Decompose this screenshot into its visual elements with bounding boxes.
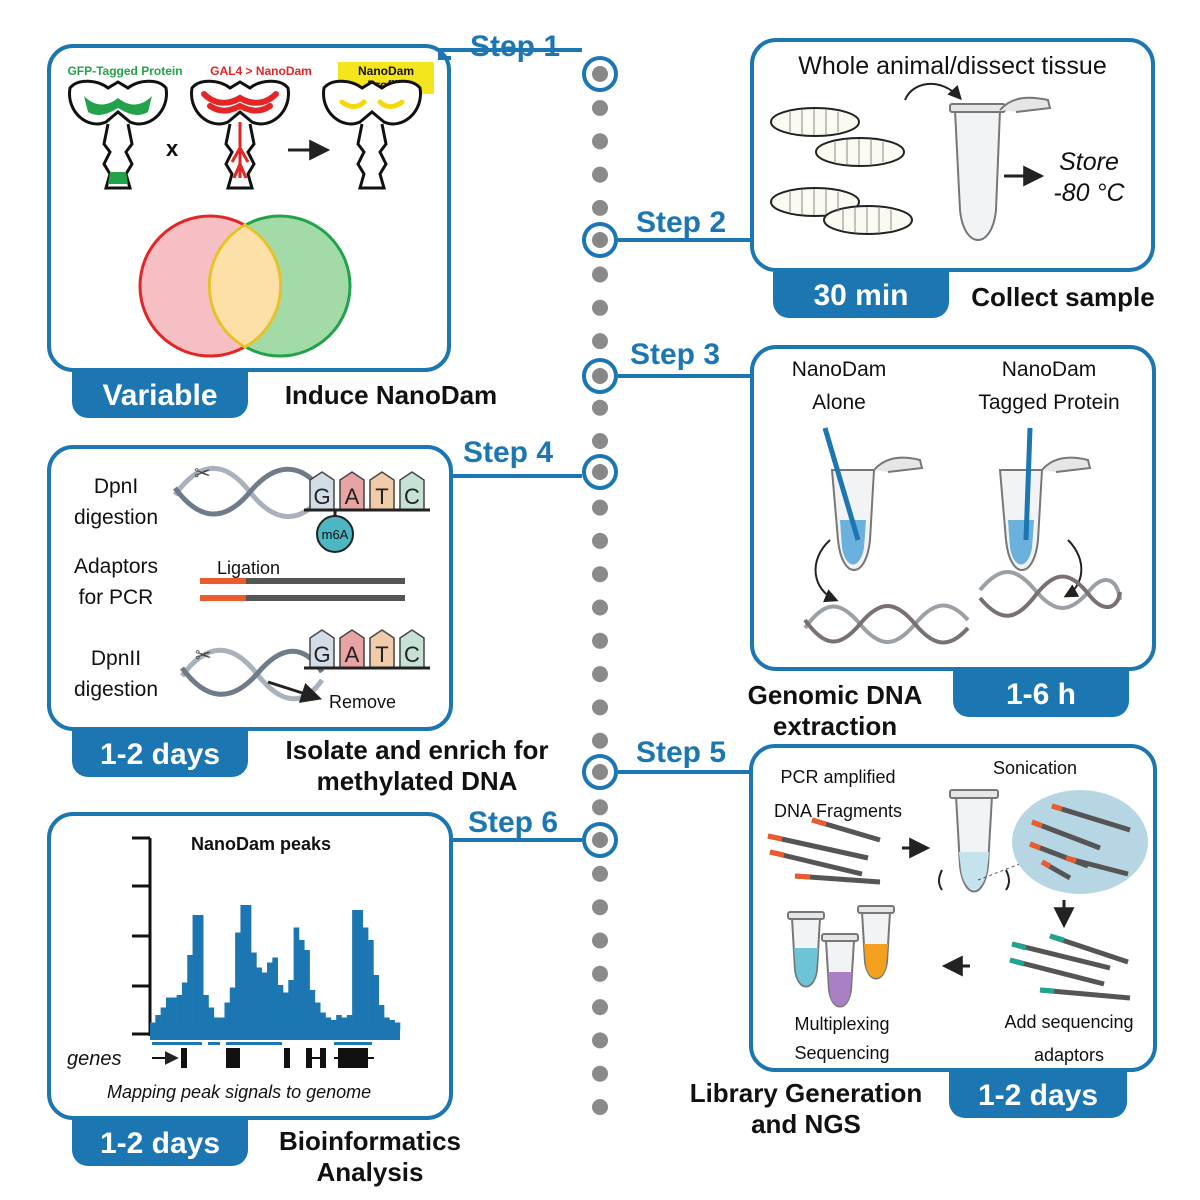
step5-panel: PCR amplified DNA Fragments Sonication A… <box>749 744 1157 1072</box>
nanodam-alone-label: NanoDam Alone <box>764 353 914 419</box>
nanodam-tagged-line-1: NanoDam <box>1001 358 1097 381</box>
timeline-dot <box>592 566 608 583</box>
nanodam-tagged-label: NanoDam Tagged Protein <box>949 353 1149 419</box>
timeline-nodes <box>582 56 618 858</box>
timeline-dot <box>592 732 608 749</box>
step2-duration-badge: 30 min <box>773 272 949 318</box>
dpnii-line-1: DpnII <box>90 647 142 670</box>
multiplexing-line-2: Sequencing <box>794 1043 890 1063</box>
venn-nanodam-domain-label: NanoDam domain <box>212 267 288 304</box>
step5-duration-badge: 1-2 days <box>949 1072 1127 1118</box>
whole-animal-title: Whole animal/dissect tissue <box>798 52 1107 80</box>
step1-panel: GFP-Tagged Protein GAL4 > NanoDam NanoDa… <box>47 44 451 372</box>
step6-panel: NanoDam peaks genes Mapping peak signals… <box>47 812 453 1120</box>
timeline-dot <box>592 865 608 882</box>
timeline-dot <box>592 499 608 516</box>
step3-panel: NanoDam Alone NanoDam Tagged Protein <box>750 345 1156 671</box>
timeline-dot <box>592 166 608 183</box>
pcr-line-2: DNA Fragments <box>773 801 903 821</box>
dpni-label: DpnI digestion <box>61 471 171 533</box>
step3-caption: Genomic DNA extraction <box>747 680 923 741</box>
add-adaptors-line-1: Add sequencing <box>1004 1012 1134 1032</box>
timeline-dot <box>592 666 608 683</box>
timeline-dot <box>592 899 608 916</box>
store-line-2: -80 °C <box>1053 179 1125 207</box>
step2-label: Step 2 <box>636 206 727 239</box>
timeline-dot <box>592 599 608 616</box>
multiplexing-line-1: Multiplexing <box>794 1014 890 1034</box>
dpnii-line-2: digestion <box>73 678 159 701</box>
adaptors-line-1: Adaptors <box>73 555 159 578</box>
multiplexing-label: Multiplexing Sequencing <box>767 1010 917 1068</box>
step1-label: Step 1 <box>470 30 561 63</box>
timeline-dot <box>592 1032 608 1049</box>
cross-symbol: x <box>166 136 179 161</box>
adaptors-line-2: for PCR <box>78 586 154 609</box>
step5-node <box>582 754 618 790</box>
timeline-dot <box>592 299 608 316</box>
step1-duration-badge: Variable <box>72 372 248 418</box>
store-label: Store -80 °C <box>1024 147 1154 209</box>
timeline-dot <box>592 632 608 649</box>
step4-panel: DpnI digestion Adaptors for PCR Ligation… <box>47 445 453 731</box>
step6-label: Step 6 <box>468 806 559 839</box>
pcr-line-1: PCR amplified <box>780 767 896 787</box>
step6-node <box>582 822 618 858</box>
sonication-label: Sonication <box>993 758 1078 778</box>
timeline-dot <box>592 999 608 1016</box>
timeline-dot <box>592 266 608 283</box>
timeline-dot <box>592 1099 608 1115</box>
dpni-line-2: digestion <box>73 506 159 529</box>
step2-node <box>582 222 618 258</box>
step3-node <box>582 358 618 394</box>
step2-caption: Collect sample <box>971 282 1155 312</box>
gfp-tagged-protein-label: GFP-Tagged Protein <box>67 64 183 78</box>
add-adaptors-label: Add sequencing adaptors <box>979 1006 1159 1072</box>
timeline-dot <box>592 932 608 949</box>
venn-gfp-fusion-label: GFP-fusion <box>299 267 343 304</box>
dpnii-label: DpnII digestion <box>61 643 171 705</box>
mapping-caption: Mapping peak signals to genome <box>107 1082 372 1102</box>
nanodam-alone-line-2: Alone <box>812 391 866 414</box>
timeline-dot <box>592 965 608 982</box>
nanodam-alone-line-1: NanoDam <box>791 358 887 381</box>
step4-label: Step 4 <box>463 436 554 469</box>
step1-caption: Induce NanoDam <box>284 380 498 410</box>
step5-label: Step 5 <box>636 736 727 769</box>
venn-gal4-label: GAL4 <box>147 278 189 295</box>
ligation-label: Ligation <box>217 558 281 578</box>
step6-caption: Bioinformatics Analysis <box>278 1126 462 1187</box>
dpni-line-1: DpnI <box>93 475 139 498</box>
nanodam-peaks-title: NanoDam peaks <box>191 834 332 854</box>
step5-caption: Library Generation and NGS <box>689 1078 923 1139</box>
timeline-dot <box>592 1065 608 1082</box>
step3-duration-badge: 1-6 h <box>953 671 1129 717</box>
gal4-nanodam-label: GAL4 > NanoDam <box>210 64 312 78</box>
step4-duration-badge: 1-2 days <box>72 731 248 777</box>
step1-node <box>582 56 618 92</box>
timeline-dot <box>592 699 608 716</box>
timeline-dot <box>592 433 608 449</box>
pcr-amplified-label: PCR amplified DNA Fragments <box>753 760 923 828</box>
timeline-dot <box>592 333 608 350</box>
timeline-dot <box>592 199 608 216</box>
step2-panel: Whole animal/dissect tissue Store -80 °C <box>750 38 1155 272</box>
timeline-dots <box>592 100 608 1115</box>
adaptors-label: Adaptors for PCR <box>61 551 171 613</box>
genes-label: genes <box>67 1048 122 1070</box>
step6-duration-badge: 1-2 days <box>72 1120 248 1166</box>
timeline-dot <box>592 133 608 150</box>
add-adaptors-line-2: adaptors <box>1033 1045 1105 1065</box>
timeline-dot <box>592 399 608 416</box>
nanodam-profile-label: NanoDam Profile <box>338 62 434 94</box>
step3-label: Step 3 <box>630 338 721 371</box>
timeline-dot <box>592 799 608 816</box>
timeline-dot <box>592 532 608 549</box>
nanodam-tagged-line-2: Tagged Protein <box>978 391 1120 414</box>
timeline-dot <box>592 100 608 116</box>
step4-caption: Isolate and enrich for methylated DNA <box>285 735 549 796</box>
remove-label: Remove <box>329 692 397 712</box>
step4-node <box>582 454 618 490</box>
store-line-1: Store <box>1059 148 1119 176</box>
